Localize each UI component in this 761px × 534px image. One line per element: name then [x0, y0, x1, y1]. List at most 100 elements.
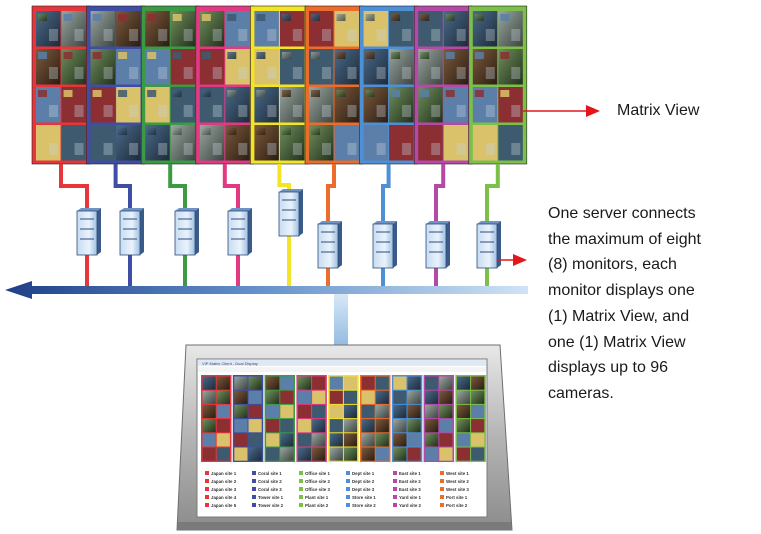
- camera-highlight: [183, 29, 193, 41]
- camera-tile: [202, 433, 216, 447]
- camera-highlight: [485, 143, 495, 155]
- client-panel: [296, 375, 327, 462]
- legend-swatch: [440, 503, 444, 507]
- camera-thumb: [172, 52, 182, 59]
- camera-tile: [393, 404, 407, 419]
- camera-highlight: [267, 29, 277, 41]
- camera-thumb: [256, 52, 266, 59]
- legend-label: Store site 2: [352, 503, 376, 508]
- camera-highlight: [322, 29, 331, 41]
- camera-tile: [216, 419, 230, 433]
- camera-tile: [439, 419, 453, 433]
- camera-tile: [329, 433, 343, 447]
- camera-thumb: [391, 128, 401, 135]
- camera-tile: [280, 390, 294, 404]
- camera-highlight: [212, 143, 222, 155]
- camera-tile: [216, 404, 230, 419]
- server-body: [76, 210, 98, 256]
- camera-tile: [234, 419, 248, 433]
- camera-highlight: [158, 105, 168, 117]
- camera-thumb: [63, 14, 73, 21]
- client-panel: [264, 375, 296, 462]
- camera-tile: [456, 447, 471, 461]
- wall-monitor: [31, 5, 91, 165]
- server-description: One server connects the maximum of eight…: [548, 201, 758, 407]
- camera-highlight: [402, 29, 412, 41]
- camera-highlight: [322, 143, 331, 155]
- legend-swatch: [440, 487, 444, 491]
- camera-thumb: [201, 14, 211, 21]
- camera-highlight: [212, 29, 222, 41]
- camera-tile: [375, 419, 389, 433]
- camera-thumb: [281, 128, 291, 135]
- server-body: [425, 223, 447, 269]
- description-line: displays up to 96: [548, 359, 669, 377]
- client-window-title: VIP Matrix Client - Dual Display: [202, 361, 258, 366]
- legend-label: Store site 1: [352, 495, 376, 500]
- legend-label: Japan site 1: [211, 471, 237, 476]
- client-uplink: [334, 294, 348, 348]
- server-side: [393, 221, 397, 268]
- camera-highlight: [485, 29, 495, 41]
- camera-tile: [234, 390, 248, 404]
- camera-tile: [297, 376, 312, 390]
- camera-tile: [329, 390, 343, 404]
- camera-thumb: [474, 128, 484, 135]
- camera-highlight: [347, 143, 357, 155]
- camera-tile: [375, 433, 389, 447]
- legend-swatch: [393, 503, 397, 507]
- camera-highlight: [129, 29, 139, 41]
- server-top: [373, 221, 397, 224]
- camera-highlight: [183, 67, 193, 79]
- camera-tile: [361, 390, 375, 404]
- server-top: [279, 189, 303, 192]
- legend-swatch: [252, 487, 256, 491]
- camera-thumb: [445, 128, 455, 135]
- wall-monitor: [468, 5, 528, 165]
- legend-swatch: [393, 471, 397, 475]
- server-top: [426, 221, 450, 224]
- camera-highlight: [511, 105, 521, 117]
- camera-thumb: [92, 52, 102, 59]
- camera-highlight: [376, 143, 386, 155]
- camera-thumb: [474, 14, 484, 21]
- camera-thumb: [311, 52, 320, 59]
- camera-thumb: [420, 90, 430, 97]
- camera-thumb: [118, 128, 128, 135]
- server-side: [140, 208, 144, 255]
- camera-tile: [375, 447, 389, 461]
- camera-highlight: [183, 143, 193, 155]
- server-icon: [278, 189, 303, 237]
- camera-highlight: [103, 105, 113, 117]
- camera-thumb: [500, 14, 510, 21]
- wall-monitor: [250, 5, 309, 165]
- camera-tile: [407, 404, 421, 419]
- camera-tile: [361, 404, 375, 419]
- camera-tile: [456, 404, 471, 419]
- camera-tile: [216, 376, 230, 390]
- server-body: [174, 210, 196, 256]
- description-line: one (1) Matrix View: [548, 333, 686, 351]
- camera-highlight: [267, 143, 277, 155]
- camera-tile: [312, 376, 326, 390]
- description-line: One server connects: [548, 205, 696, 222]
- legend-label: East site 1: [399, 471, 421, 476]
- legend-label: Tower site 1: [258, 495, 284, 500]
- legend-swatch: [205, 495, 209, 499]
- legend-label: Japan site 3: [211, 487, 237, 492]
- camera-thumb: [63, 52, 73, 59]
- client-panel: [360, 375, 391, 462]
- camera-tile: [456, 376, 471, 390]
- legend-label: Plant site 1: [305, 495, 329, 500]
- camera-tile: [425, 447, 439, 461]
- camera-tile: [343, 390, 358, 404]
- camera-thumb: [172, 14, 182, 21]
- camera-thumb: [281, 90, 291, 97]
- camera-tile: [471, 419, 485, 433]
- camera-tile: [248, 419, 262, 433]
- camera-thumb: [38, 52, 47, 59]
- camera-tile: [439, 376, 453, 390]
- client-monitor: VIP Matrix Client - Dual Display Japan s…: [176, 344, 513, 531]
- legend-label: Dept site 1: [352, 471, 375, 476]
